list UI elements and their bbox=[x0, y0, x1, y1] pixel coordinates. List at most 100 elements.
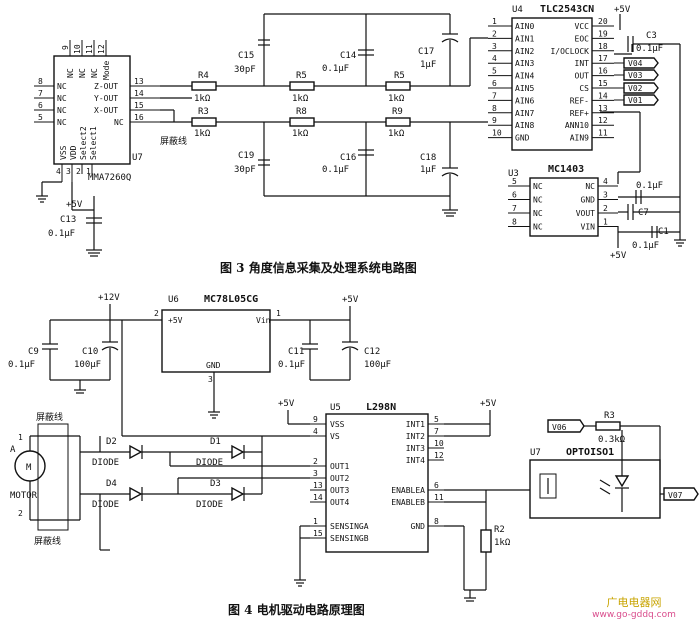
port-v03[interactable]: V03 bbox=[614, 69, 659, 81]
motor-m-letter: M bbox=[26, 463, 32, 473]
u7-left-label-nc: NC bbox=[57, 82, 67, 91]
d3-diode bbox=[231, 486, 245, 502]
watermark-url: www.go-gddq.com bbox=[592, 610, 676, 620]
c10-label: C10 bbox=[82, 347, 98, 357]
u4-right-pins: 20VCC19EOC18I/OCLOCK17INT16OUT15CS14REF-… bbox=[550, 17, 614, 143]
c12-value: 100μF bbox=[364, 360, 391, 370]
pin-label: SENSINGB bbox=[330, 534, 369, 543]
pin-label: AIN1 bbox=[515, 34, 534, 43]
c1-value: 0.1μF bbox=[632, 241, 659, 251]
pin-number: 11 bbox=[598, 129, 608, 138]
u7-left-label-nc: NC bbox=[57, 118, 67, 127]
pin-number: 15 bbox=[598, 79, 608, 88]
pin-label: AIN5 bbox=[515, 84, 534, 93]
pin-number: 8 bbox=[492, 104, 497, 113]
r8-label: R8 bbox=[296, 107, 307, 117]
port-v07[interactable]: V07 bbox=[663, 487, 699, 501]
c3-label: C3 bbox=[646, 31, 657, 41]
port-v02[interactable]: V02 bbox=[614, 82, 659, 94]
pin-label: ENABLEB bbox=[391, 498, 425, 507]
pin-label: NC bbox=[533, 209, 543, 218]
c18-label: C18 bbox=[420, 153, 436, 163]
u7-optocoupler bbox=[529, 459, 661, 519]
u4-plus5v-label: +5V bbox=[614, 5, 631, 15]
u7-ref: U7 bbox=[132, 153, 143, 163]
u7-right-pin-16: 16 bbox=[134, 113, 144, 122]
power-supply-section: +12V C9 0.1μF C10 100μF bbox=[8, 293, 162, 436]
r5-label: R5 bbox=[296, 71, 307, 81]
u3-part-number: MC1403 bbox=[548, 164, 584, 175]
u7-part-number: MMA7260Q bbox=[88, 173, 131, 183]
pin-number: 1 bbox=[313, 517, 318, 526]
c14-label: C14 bbox=[340, 51, 356, 61]
pin-label: OUT3 bbox=[330, 486, 349, 495]
right-plus5v-label: +5V bbox=[480, 399, 497, 409]
pin-number: 5 bbox=[492, 67, 497, 76]
figure-3-caption: 图 3 角度信息采集及处理系统电路图 bbox=[220, 260, 417, 275]
r3-value: 1kΩ bbox=[194, 129, 211, 139]
port-v06-label: V06 bbox=[552, 423, 567, 432]
pin-label: ENABLEA bbox=[391, 486, 425, 495]
port-v06[interactable]: V06 bbox=[547, 419, 585, 433]
r2-value: 1kΩ bbox=[494, 538, 511, 548]
pin-label: I/OCLOCK bbox=[550, 47, 589, 56]
pin-number: 15 bbox=[313, 529, 323, 538]
u7-label-nc: NC bbox=[114, 118, 124, 127]
port-v07-label: V07 bbox=[668, 491, 683, 500]
watermark-title: 广电电器网 bbox=[606, 596, 662, 609]
u6-plus5v-label: +5V bbox=[342, 295, 359, 305]
u7-accelerometer-chip: 8 7 6 5 NC NC NC NC 9 10 11 12 NC NC NC … bbox=[34, 40, 160, 183]
u6-vin-label: Vin bbox=[256, 316, 271, 325]
port-outline bbox=[623, 57, 659, 69]
c14-value: 0.1μF bbox=[322, 64, 349, 74]
filter-chain-upper: R4 1kΩ C15 30pF R5 1kΩ C14 0.1μF R5 1kΩ bbox=[160, 13, 488, 104]
pin-number: 3 bbox=[492, 42, 497, 51]
pin-number: 17 bbox=[598, 54, 608, 63]
c15-value: 30pF bbox=[234, 65, 256, 75]
u7-supply-network: +5V C13 0.1μF bbox=[36, 181, 102, 257]
u4-part-number: TLC2543CN bbox=[540, 4, 594, 15]
u7-label-vss: VSS bbox=[59, 145, 68, 160]
pin-label: AIN7 bbox=[515, 109, 534, 118]
r5-resistor bbox=[289, 81, 315, 91]
r5b-value: 1kΩ bbox=[388, 94, 405, 104]
u7-left-pin-8: 8 bbox=[38, 77, 43, 86]
pin-number: 10 bbox=[492, 129, 502, 138]
pin-label: SENSINGA bbox=[330, 522, 369, 531]
pin-label: GND bbox=[581, 196, 596, 205]
pin-number: 3 bbox=[603, 191, 608, 200]
pin-label: VS bbox=[330, 432, 340, 441]
pin-label: AIN0 bbox=[515, 22, 534, 31]
u7-left-label-nc: NC bbox=[57, 94, 67, 103]
pin-number: 1 bbox=[603, 218, 608, 227]
u6-voltage-regulator: U6 MC78L05CG 2 +5V Vin 1 GND 3 +5V C11 0… bbox=[154, 294, 391, 419]
pin-label: NC bbox=[533, 196, 543, 205]
port-v01[interactable]: V01 bbox=[614, 94, 659, 106]
pin-number: 3 bbox=[313, 469, 318, 478]
pin-label: CS bbox=[579, 84, 589, 93]
c13-value: 0.1μF bbox=[48, 229, 75, 239]
pin-number: 2 bbox=[492, 29, 497, 38]
pin-label: REF- bbox=[570, 96, 589, 105]
control-and-optocoupler: +5V R2 1kΩ U7 OPTOISO1 bbox=[444, 399, 699, 602]
pin-label: VCC bbox=[575, 22, 590, 31]
motor-terminal-a: A bbox=[10, 445, 16, 455]
pin-label: INT4 bbox=[406, 456, 425, 465]
pin-number: 16 bbox=[598, 67, 608, 76]
pin-number: 8 bbox=[434, 517, 439, 526]
shield-label-fig3: 屏蔽线 bbox=[160, 135, 187, 147]
d4-label: D4 bbox=[106, 479, 117, 489]
u7-bottom-pin-3: 3 bbox=[66, 167, 71, 176]
filter-chain-lower: R3 1kΩ 屏蔽线 C19 30pF R8 1kΩ C16 0.1μF R9 … bbox=[160, 107, 488, 217]
motor-label: MOTOR bbox=[10, 491, 38, 501]
port-v04[interactable]: V04 bbox=[614, 57, 659, 69]
pin-label: NC bbox=[533, 223, 543, 232]
pin-label: AIN3 bbox=[515, 59, 534, 68]
r2-label: R2 bbox=[494, 525, 505, 535]
c17-label: C17 bbox=[418, 47, 434, 57]
r2-resistor bbox=[480, 529, 492, 553]
